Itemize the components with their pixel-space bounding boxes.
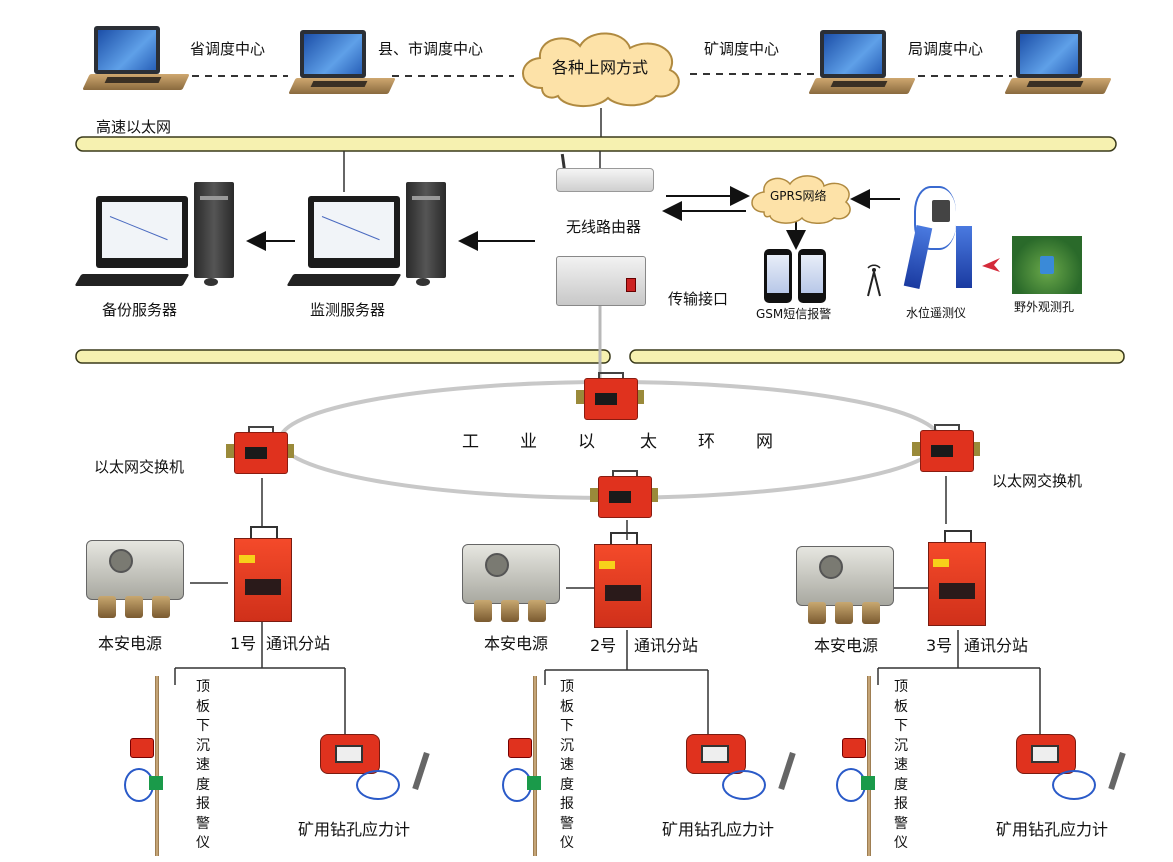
- router-label: 无线路由器: [566, 218, 642, 236]
- station-number: 2号: [590, 636, 617, 655]
- roof-sensor-icon: [832, 676, 882, 860]
- ring-label: 以: [578, 432, 595, 452]
- top-node-label: 省调度中心: [190, 40, 266, 58]
- station-label: 通讯分站: [634, 636, 699, 655]
- field-hole-photo: [1012, 236, 1082, 294]
- ring-label: 环: [698, 432, 715, 452]
- roof-alarm-label: 顶板下沉速度报警仪: [560, 679, 574, 851]
- dashed-links: [192, 73, 1012, 77]
- stress-meter-label: 矿用钻孔应力计: [662, 820, 775, 839]
- internet-cloud-icon: [522, 32, 680, 107]
- gprs-cloud-icon: [751, 175, 851, 224]
- ring-label: 网: [756, 432, 773, 452]
- switch-left-label: 以太网交换机: [94, 458, 185, 476]
- gsm-alarm-label: GSM短信报警: [756, 307, 832, 321]
- top-node-label: 局调度中心: [908, 40, 984, 58]
- roof-alarm-label: 顶板下沉速度报警仪: [196, 679, 210, 851]
- field-hole-label: 野外观测孔: [1014, 300, 1075, 314]
- water-meter-label: 水位遥测仪: [906, 306, 967, 320]
- stress-meter-icon: [686, 734, 796, 814]
- stress-meter-icon: [320, 734, 430, 814]
- ethernet-switch-icon: [912, 424, 980, 474]
- gprs-label: GPRS网络: [770, 189, 827, 203]
- ethernet-switch-icon: [576, 372, 644, 422]
- water-level-probe-icon: [903, 186, 984, 296]
- ring-label: 工: [462, 432, 479, 452]
- stress-meter-label: 矿用钻孔应力计: [996, 820, 1109, 839]
- lower-bus-right: [629, 349, 1125, 364]
- communication-substation-icon: [594, 532, 652, 628]
- ethernet-switch-icon: [590, 470, 658, 520]
- stress-meter-icon: [1016, 734, 1126, 814]
- ring-label: 业: [520, 432, 537, 452]
- lower-bus-left: [75, 349, 611, 364]
- internet-label: 各种上网方式: [552, 58, 649, 77]
- mobile-phone-icon: [764, 249, 792, 303]
- antenna-icon: [867, 264, 881, 297]
- ethernet-switch-icon: [226, 426, 294, 476]
- monitor-server-label: 监测服务器: [310, 301, 386, 319]
- backup-server-label: 备份服务器: [102, 301, 178, 319]
- psu-label: 本安电源: [814, 636, 879, 655]
- stress-meter-label: 矿用钻孔应力计: [298, 820, 411, 839]
- station-number: 1号: [230, 634, 257, 653]
- station-label: 通讯分站: [964, 636, 1029, 655]
- ring-label: 太: [640, 432, 657, 452]
- station-number: 3号: [926, 636, 953, 655]
- ethernet-bus: [75, 136, 1117, 152]
- station-label: 通讯分站: [266, 634, 331, 653]
- top-node-label: 县、市调度中心: [378, 40, 484, 58]
- roof-sensor-icon: [120, 676, 170, 860]
- communication-substation-icon: [928, 530, 986, 626]
- roof-sensor-icon: [498, 676, 548, 860]
- ethernet-label: 高速以太网: [96, 118, 172, 136]
- roof-alarm-label: 顶板下沉速度报警仪: [894, 679, 908, 851]
- switch-right-label: 以太网交换机: [992, 472, 1083, 490]
- top-node-label: 矿调度中心: [704, 40, 780, 58]
- mobile-phone-icon: [798, 249, 826, 303]
- psu-label: 本安电源: [98, 634, 163, 653]
- communication-substation-icon: [234, 526, 292, 622]
- transfer-interface-label: 传输接口: [668, 290, 729, 308]
- psu-label: 本安电源: [484, 634, 549, 653]
